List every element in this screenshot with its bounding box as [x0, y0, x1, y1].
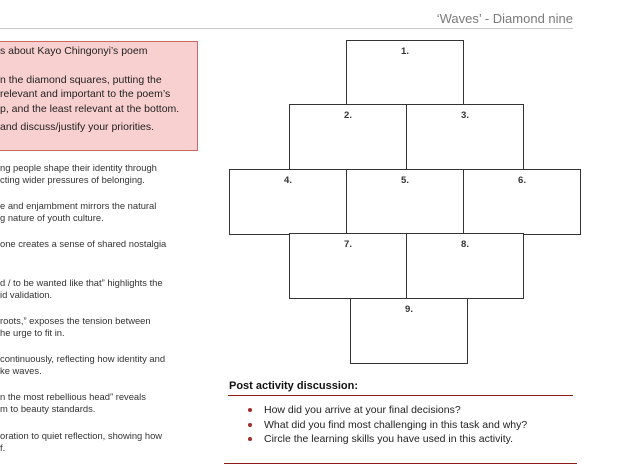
diamond-cell-6[interactable]: 6.	[463, 169, 581, 235]
diamond-cell-8[interactable]: 8.	[406, 233, 524, 299]
diamond-cell-2[interactable]: 2.	[289, 104, 407, 170]
cell-number: 1.	[401, 46, 409, 57]
cell-number: 5.	[401, 175, 409, 186]
cell-number: 6.	[518, 175, 526, 186]
diamond-cell-1[interactable]: 1.	[346, 40, 464, 105]
post-activity-list: How did you arrive at your final decisio…	[248, 403, 527, 447]
cell-number: 4.	[284, 175, 292, 186]
statement-item: one creates a sense of shared nostalgia	[0, 238, 167, 249]
list-item: What did you find most challenging in th…	[248, 418, 527, 433]
statement-item: d / to be wanted like that” highlights t…	[0, 277, 163, 301]
bullet-icon	[248, 422, 252, 427]
statement-item: oration to quiet reflection, showing how…	[0, 430, 163, 454]
header-divider	[0, 28, 573, 29]
page-title: ‘Waves’ - Diamond nine	[436, 11, 573, 26]
bullet-icon	[248, 408, 252, 412]
list-item: Circle the learning skills you have used…	[248, 432, 527, 447]
statement-item: continuously, reflecting how identity an…	[0, 353, 166, 377]
list-item: How did you arrive at your final decisio…	[248, 403, 527, 418]
instruction-line: and discuss/justify your priorities.	[0, 121, 155, 133]
diamond-cell-3[interactable]: 3.	[406, 104, 524, 170]
instruction-line: s about Kayo Chingonyi’s poem	[0, 45, 148, 57]
cell-number: 9.	[405, 304, 413, 315]
post-activity-divider	[228, 395, 573, 396]
cell-number: 8.	[461, 239, 469, 250]
diamond-cell-5[interactable]: 5.	[346, 169, 464, 235]
cell-number: 2.	[344, 110, 352, 121]
post-activity-title: Post activity discussion:	[229, 380, 358, 392]
instruction-line: n the diamond squares, putting the	[0, 73, 162, 86]
instructions-box: s about Kayo Chingonyi’s poem n the diam…	[0, 41, 198, 151]
diamond-cell-9[interactable]: 9.	[350, 298, 468, 364]
instruction-line: relevant and important to the poem’s	[0, 88, 171, 100]
bullet-icon	[248, 437, 252, 441]
instruction-line: p, and the least relevant at the bottom.	[0, 102, 180, 115]
cell-number: 7.	[344, 239, 352, 250]
diamond-cell-4[interactable]: 4.	[229, 169, 347, 235]
diamond-cell-7[interactable]: 7.	[289, 233, 407, 299]
post-activity-bottom-divider	[224, 463, 577, 464]
cell-number: 3.	[461, 110, 469, 121]
